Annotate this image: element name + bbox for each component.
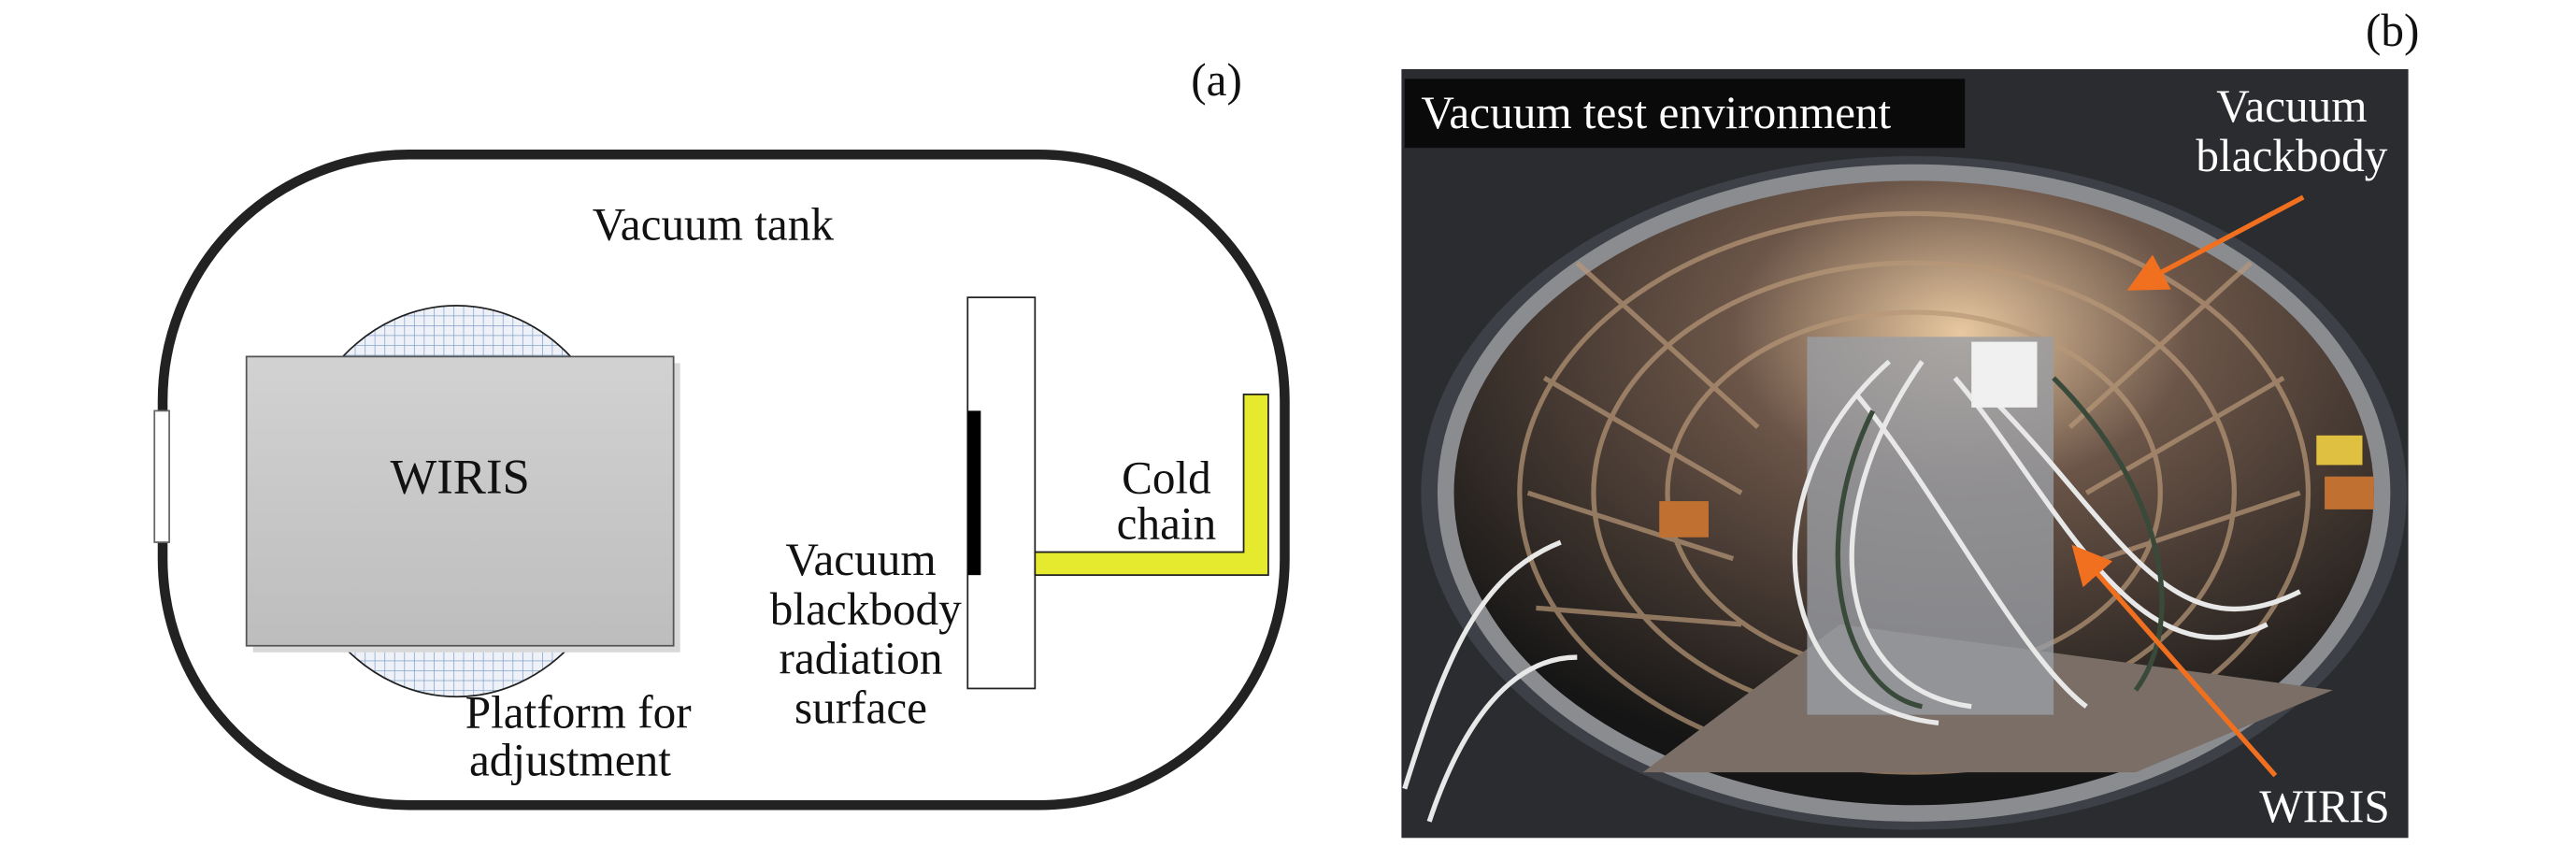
- blackbody-label-2: blackbody: [770, 583, 962, 635]
- blackbody-callout-2: blackbody: [2196, 130, 2387, 181]
- wiris-instrument-box: [245, 355, 675, 647]
- platform-label-2: adjustment: [469, 735, 671, 786]
- blackbody-callout-1: Vacuum: [2216, 80, 2367, 132]
- panel-a-label: (a): [1191, 54, 1242, 106]
- vacuum-test-environment-label: Vacuum test environment: [1421, 87, 1891, 138]
- cold-chain-label-2: chain: [1117, 498, 1217, 550]
- cold-chain: [1034, 393, 1269, 577]
- blackbody-label-4: surface: [794, 682, 927, 733]
- panel-a-schematic: (a) Vacuum tank WIRIS Cold chain Vacuum …: [153, 54, 1290, 811]
- blackbody-radiation-surface: [967, 410, 981, 576]
- panel-b-label: (b): [2366, 5, 2419, 56]
- tank-window: [153, 409, 170, 543]
- vacuum-tank-label: Vacuum tank: [593, 199, 835, 251]
- blackbody-label-1: Vacuum: [785, 534, 936, 585]
- blackbody-label-3: radiation: [780, 633, 943, 684]
- vacuum-chamber-photo: [1401, 68, 2409, 839]
- wiris-arrow: [2071, 544, 2278, 778]
- platform-label-1: Platform for: [465, 687, 692, 739]
- wiris-label: WIRIS: [390, 450, 529, 504]
- title-banner: [1404, 79, 1966, 149]
- blackbody-arrow: [2126, 194, 2305, 291]
- panel-b-photo: (b): [1401, 5, 2419, 839]
- wiris-callout: WIRIS: [2259, 781, 2389, 832]
- cold-chain-label-1: Cold: [1122, 452, 1211, 503]
